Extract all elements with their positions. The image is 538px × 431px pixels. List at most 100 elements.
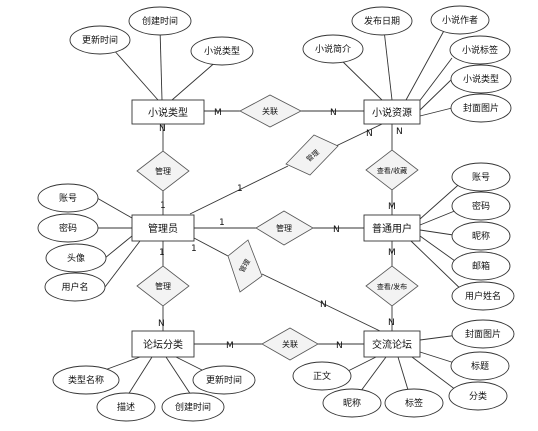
relation-admin-novel-category-label: 管理 (155, 166, 171, 176)
card-admin-user-left: 1 (219, 218, 225, 228)
relation-admin-user-label: 管理 (276, 223, 292, 233)
entity-novel-resource-label: 小说资源 (372, 106, 412, 119)
svg-text:昵称: 昵称 (472, 230, 490, 242)
relation-admin-novel-category: 管理 (136, 150, 190, 192)
card-cat-admin-bottom: 1 (160, 201, 166, 211)
attr-novel-resource-3: 小说标签 (449, 35, 511, 65)
svg-text:密码: 密码 (59, 222, 77, 234)
attr-novel-resource-5: 封面图片 (450, 93, 512, 123)
attr-user-4: 用户姓名 (451, 281, 515, 311)
svg-text:更新时间: 更新时间 (82, 34, 118, 46)
attr-admin-3: 用户名 (44, 272, 106, 302)
svg-text:类型名称: 类型名称 (68, 374, 104, 386)
entity-admin-label: 管理员 (148, 222, 178, 235)
svg-text:分类: 分类 (469, 390, 487, 402)
entity-forum: 交流论坛 (363, 330, 421, 358)
attr-admin-0: 账号 (37, 183, 99, 213)
entity-normal-user: 普通用户 (363, 214, 421, 242)
attr-forum-0: 封面图片 (451, 319, 515, 349)
attr-forum-category-3: 更新时间 (192, 365, 256, 395)
attr-forum-3: 昵称 (322, 388, 382, 418)
svg-text:小说标签: 小说标签 (462, 44, 498, 56)
attr-user-1: 密码 (451, 191, 511, 221)
attr-forum-1: 标题 (450, 351, 510, 381)
relation-bottom-label: 关联 (282, 339, 298, 349)
entity-forum-category-label: 论坛分类 (143, 338, 183, 351)
svg-text:正文: 正文 (313, 370, 331, 382)
attr-novel-resource-0: 小说简介 (302, 34, 364, 64)
card-user-res-top: N (396, 127, 403, 137)
attr-user-3: 邮箱 (451, 251, 511, 281)
card-admin-forum-left: 1 (191, 244, 197, 254)
svg-text:创建时间: 创建时间 (142, 15, 178, 27)
svg-text:小说类型: 小说类型 (204, 45, 240, 57)
svg-text:账号: 账号 (59, 193, 77, 204)
attr-user-2: 昵称 (451, 221, 511, 251)
entity-normal-user-label: 普通用户 (372, 222, 412, 235)
card-admin-fcat-top: 1 (159, 248, 165, 258)
card-admin-fcat-bottom: N (158, 319, 165, 329)
entity-forum-category: 论坛分类 (131, 330, 195, 358)
svg-text:用户姓名: 用户姓名 (465, 290, 501, 302)
attr-novel-resource-4: 小说类型 (450, 64, 512, 94)
svg-text:用户名: 用户名 (61, 281, 88, 293)
svg-text:封面图片: 封面图片 (463, 102, 499, 114)
card-user-res-bottom: M (388, 202, 396, 212)
relation-user-resource: 查看/收藏 (365, 149, 419, 191)
card-top-right: N (330, 108, 337, 118)
relation-user-resource-label: 查看/收藏 (377, 166, 407, 175)
card-admin-forum-right: N (320, 300, 327, 310)
card-cat-admin-top: N (159, 124, 166, 134)
entity-novel-resource: 小说资源 (363, 99, 421, 125)
card-user-forum-bottom: N (388, 318, 395, 328)
card-admin-res-right: N (366, 129, 373, 139)
relation-admin-user: 管理 (255, 210, 314, 246)
attr-forum-2: 正文 (292, 361, 352, 391)
attr-forum-5: 分类 (448, 381, 508, 411)
entity-forum-label: 交流论坛 (372, 338, 412, 351)
svg-text:账号: 账号 (472, 172, 490, 183)
cardinality-labels: M N N 1 1 N 1 N N M 1 N 1 N M N M N (158, 108, 403, 351)
svg-text:更新时间: 更新时间 (206, 374, 242, 386)
attr-novel-category-0: 更新时间 (69, 25, 131, 55)
attr-forum-category-1: 描述 (96, 392, 156, 422)
svg-text:标题: 标题 (471, 360, 489, 372)
svg-text:小说类型: 小说类型 (463, 73, 499, 85)
relation-top-label: 关联 (262, 106, 278, 116)
svg-text:密码: 密码 (472, 200, 490, 212)
attr-user-0: 账号 (451, 162, 511, 192)
relation-admin-forum-category-label: 管理 (155, 281, 171, 291)
relation-admin-resource: 管理 (285, 134, 339, 176)
svg-text:头像: 头像 (67, 252, 85, 264)
svg-text:标签: 标签 (405, 397, 423, 409)
attr-forum-4: 标签 (384, 388, 444, 418)
entity-novel-category: 小说类型 (131, 99, 205, 125)
relation-user-forum: 查看/发布 (365, 265, 419, 307)
attr-novel-resource-1: 发布日期 (351, 6, 413, 36)
relation-top: 关联 (239, 94, 302, 128)
attr-forum-category-0: 类型名称 (52, 365, 120, 395)
relation-admin-forum: 管理 (227, 239, 263, 293)
relation-user-forum-label: 查看/发布 (377, 282, 407, 291)
attr-novel-resource-2: 小说作者 (430, 5, 490, 35)
card-bottom-left: M (226, 341, 234, 351)
svg-text:邮箱: 邮箱 (472, 260, 490, 272)
svg-text:创建时间: 创建时间 (175, 401, 211, 413)
attr-admin-1: 密码 (37, 213, 99, 243)
attr-admin-2: 头像 (45, 243, 107, 273)
card-top-left: M (214, 108, 222, 118)
connector-lines (96, 26, 469, 404)
svg-text:昵称: 昵称 (343, 397, 361, 409)
attr-novel-category-2: 小说类型 (190, 36, 254, 66)
svg-text:封面图片: 封面图片 (465, 328, 501, 340)
card-bottom-right: N (336, 341, 343, 351)
attr-forum-category-2: 创建时间 (161, 392, 225, 422)
attr-novel-category-1: 创建时间 (128, 6, 192, 36)
entity-novel-category-label: 小说类型 (148, 106, 188, 119)
svg-text:小说简介: 小说简介 (315, 43, 351, 55)
entity-admin: 管理员 (131, 214, 195, 242)
card-admin-user-right: N (333, 225, 340, 235)
card-admin-res-left: 1 (237, 184, 243, 194)
svg-text:小说作者: 小说作者 (442, 14, 478, 26)
